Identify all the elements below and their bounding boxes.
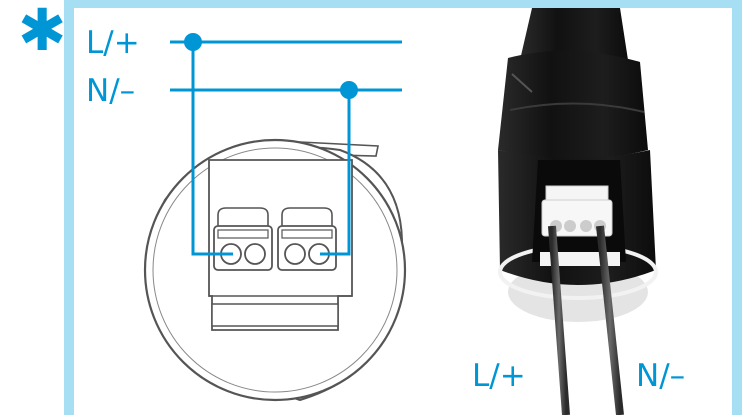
drop-wire-L xyxy=(191,42,233,256)
label-wire-neutral: N/– xyxy=(636,358,685,394)
drop-wire-N xyxy=(320,90,351,256)
tube-collar xyxy=(498,50,648,160)
connector-schematic xyxy=(143,138,407,402)
frame-top xyxy=(64,0,742,8)
tube-top xyxy=(520,8,628,60)
terminal-slot xyxy=(211,303,339,327)
wire-right xyxy=(596,225,624,415)
junction-dot-L xyxy=(184,33,202,51)
asterisk-marker: ✱ xyxy=(18,0,67,64)
wiring-lines xyxy=(170,40,402,256)
clamp-right xyxy=(277,207,337,271)
wire-left xyxy=(548,225,570,415)
label-line: L/+ xyxy=(86,25,140,61)
frame xyxy=(64,0,742,415)
frame-left xyxy=(64,0,74,415)
junction-dot-N xyxy=(340,81,358,99)
label-neutral: N/– xyxy=(86,73,135,109)
product-photo xyxy=(498,8,658,415)
housing-inner-circle xyxy=(152,147,398,393)
clamp-left xyxy=(213,207,273,271)
label-wire-line: L/+ xyxy=(472,358,526,394)
terminal-white xyxy=(541,185,613,237)
frame-right xyxy=(732,0,742,415)
